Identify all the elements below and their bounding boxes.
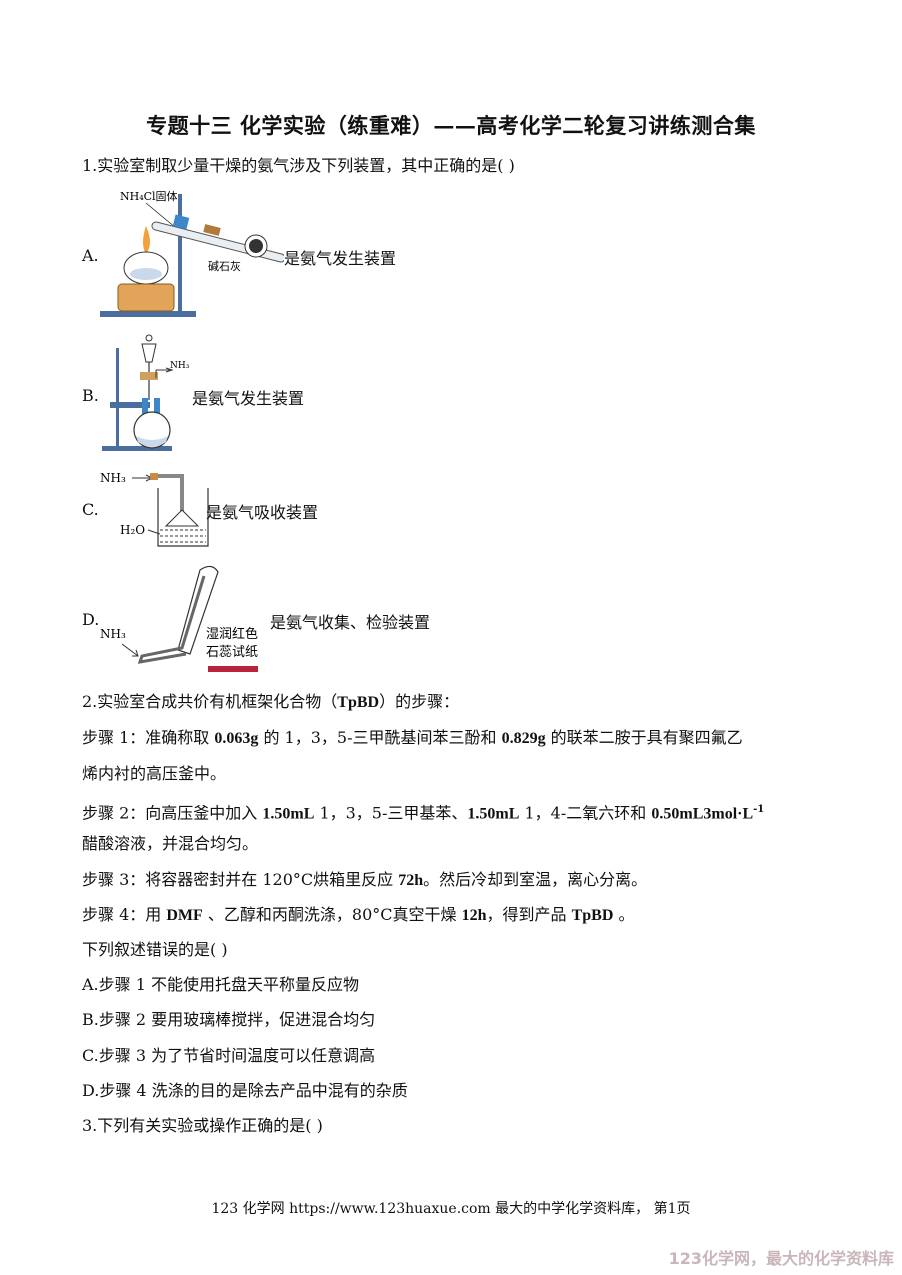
option-c-letter: C. [82,500,99,519]
label-litmus-line2: 石蕊试纸 [206,645,258,660]
step-3: 步骤 3：将容器密封并在 120°C烘箱里反应 72h。然后冷却到室温，离心分离… [82,870,648,889]
option-c-apparatus-figure: NH₃ H₂O [100,471,209,547]
step-2-line2: 醋酸溶液，并混合均匀。 [82,834,259,853]
option-b-apparatus-figure: NH₃ [102,334,190,451]
step-2-line1: 步骤 2：向高压釜中加入 1.50mL 1，3，5-三甲基苯、1.50mL 1，… [82,803,765,823]
question-2-stem: 2.实验室合成共价有机框架化合物（TpBD）的步骤： [82,692,460,711]
option-a-apparatus-figure: NH₄Cl固体 碱石灰 [100,189,284,317]
option-d-caption: 是氨气收集、检验装置 [270,613,431,632]
step-4: 步骤 4：用 DMF 、乙醇和丙酮洗涤，80°C真空干燥 12h，得到产品 Tp… [82,905,635,924]
choice-c: C.步骤 3 为了节省时间温度可以任意调高 [82,1046,376,1065]
label-nh3-d: NH₃ [100,627,126,641]
question-1-stem: 1.实验室制取少量干燥的氨气涉及下列装置，其中正确的是( ) [82,156,515,175]
label-litmus-line1: 湿润红色 [206,626,258,642]
site-watermark: 123化学网，最大的化学资料库 [668,1249,894,1268]
question-2-prompt: 下列叙述错误的是( ) [82,940,228,959]
choice-b: B.步骤 2 要用玻璃棒搅拌，促进混合均匀 [82,1010,376,1029]
page-title: 专题十三 化学实验（练重难）——高考化学二轮复习讲练测合集 [146,113,756,138]
option-c-caption: 是氨气吸收装置 [206,503,319,522]
choice-a: A.步骤 1 不能使用托盘天平称量反应物 [82,975,359,994]
label-nh3-c: NH₃ [100,471,126,485]
option-d-letter: D. [82,610,100,629]
step-1-line1: 步骤 1：准确称取 0.063g 的 1，3，5-三甲酰基间苯三酚和 0.829… [82,728,743,747]
label-nh4cl: NH₄Cl固体 [120,189,178,203]
option-b-caption: 是氨气发生装置 [192,389,305,408]
option-a-letter: A. [82,246,99,265]
red-litmus-paper [208,666,258,672]
label-h2o: H₂O [120,523,145,537]
question-3-stem: 3.下列有关实验或操作正确的是( ) [82,1116,323,1135]
option-d-apparatus-figure: NH₃ 湿润红色 石蕊试纸 [100,565,258,672]
option-a-caption: 是氨气发生装置 [284,249,397,268]
step-1-line2: 烯内衬的高压釜中。 [82,764,227,783]
option-b-letter: B. [82,386,99,405]
label-nh3-b: NH₃ [170,361,190,371]
choice-d: D.步骤 4 洗涤的目的是除去产品中混有的杂质 [82,1081,408,1100]
page-footer: 123 化学网 https://www.123huaxue.com 最大的中学化… [211,1201,691,1217]
label-soda-lime: 碱石灰 [208,259,241,273]
